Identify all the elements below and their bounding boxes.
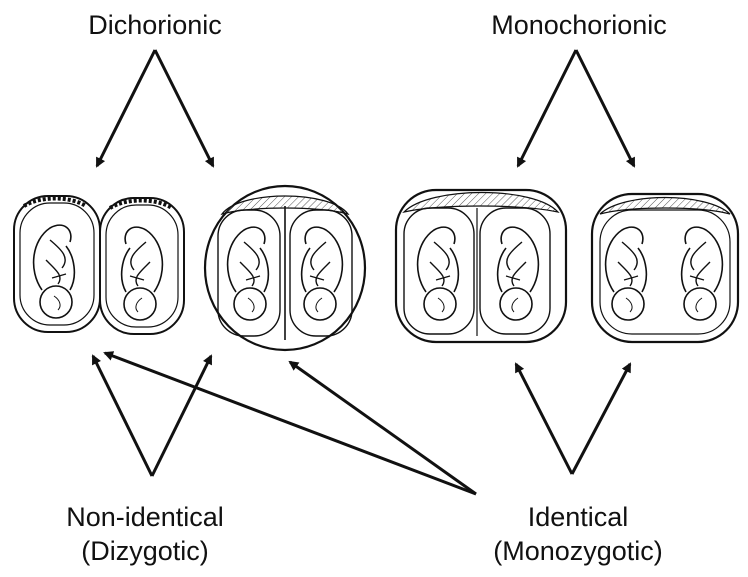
label-identical-line2: (Monozygotic) <box>448 534 708 568</box>
arrow-identical-to-mono-mono <box>572 364 630 474</box>
figure-monochorionic-diamniotic <box>396 190 566 342</box>
label-non-identical-line2: (Dizygotic) <box>10 534 280 568</box>
figure-dichorionic-separate <box>14 196 184 334</box>
arrow-monochorionic-left <box>518 50 576 166</box>
figure-dichorionic-fused <box>205 186 365 350</box>
label-monochorionic-text: Monochorionic <box>454 8 704 42</box>
label-non-identical-line1: Non-identical <box>10 500 280 534</box>
arrow-identical-to-mono-di <box>516 364 572 474</box>
label-non-identical: Non-identical (Dizygotic) <box>10 500 280 568</box>
label-dichorionic-text: Dichorionic <box>40 8 270 42</box>
arrow-monochorionic-right <box>576 50 634 166</box>
arrow-nonidentical-left <box>93 356 152 476</box>
arrow-identical-to-separate <box>105 353 476 494</box>
arrow-identical-to-fused <box>290 362 476 494</box>
label-identical-line1: Identical <box>448 500 708 534</box>
label-identical: Identical (Monozygotic) <box>448 500 708 568</box>
arrow-dichorionic-right <box>155 50 213 166</box>
figure-monochorionic-monoamniotic <box>592 194 738 342</box>
label-dichorionic: Dichorionic <box>40 8 270 42</box>
arrow-dichorionic-left <box>97 50 155 166</box>
label-monochorionic: Monochorionic <box>454 8 704 42</box>
